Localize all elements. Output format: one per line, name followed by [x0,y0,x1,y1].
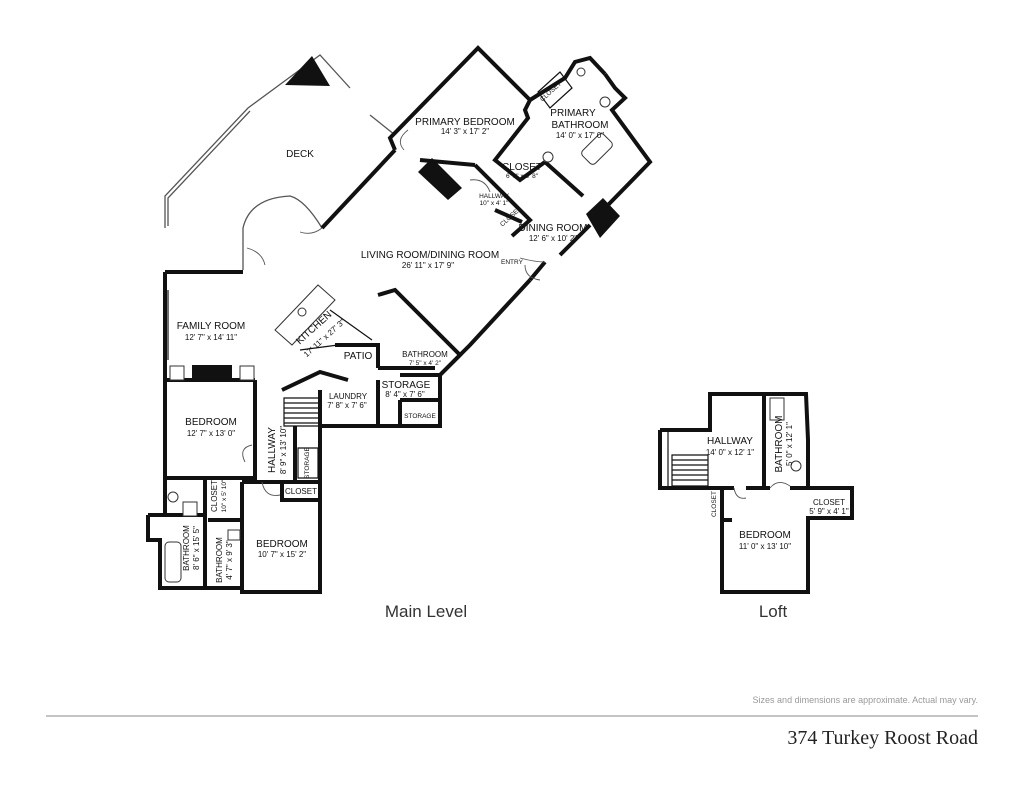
deck-area [164,54,396,270]
bathroom-left-label: BATHROOM [182,525,191,571]
storage-hall-label: STORAGE [304,447,311,479]
dining-room-label: DINING ROOM [519,223,588,234]
hallway-main-dims: 8' 9" x 13' 10" [279,426,288,474]
living-dining-label: LIVING ROOM/DINING ROOM [361,250,499,261]
closet-left-dims: 10" x 5' 10" [221,479,228,512]
loft-bathroom-dims: 5' 0" x 12' 1" [785,422,794,466]
loft-closet-right-label: CLOSET [813,498,845,507]
living-dining-dims: 26' 11" x 17' 9" [402,261,454,270]
bedroom-left-label: BEDROOM [185,417,237,428]
loft-bedroom-label: BEDROOM [739,530,791,541]
primary-bedroom-dims: 14' 3" x 17' 2" [441,127,489,136]
loft-hallway-dims: 14' 0" x 12' 1" [706,448,754,457]
family-room-dims: 12' 7" x 14' 11" [185,333,237,342]
closet-primary-label: CLOSET [502,162,542,173]
entry-label: ENTRY [501,259,524,266]
bathroom-small-label: BATHROOM [215,537,224,583]
laundry-dims: 7' 8" x 7' 6" [327,401,367,410]
primary-bathroom-label-2: BATHROOM [551,120,608,131]
main-level-walls [146,45,653,594]
loft-bathroom-label: BATHROOM [774,415,785,472]
patio-label: PATIO [344,351,373,362]
loft-title: Loft [759,602,788,621]
bedroom-left-dims: 12' 7" x 13' 0" [187,429,235,438]
primary-bathroom-label-1: PRIMARY [550,108,596,119]
primary-bedroom-label: PRIMARY BEDROOM [415,117,515,128]
bedroom-bottom-label: BEDROOM [256,539,308,550]
loft-closet-left-label: CLOSET [711,491,718,517]
storage-label: STORAGE [382,380,431,391]
hallway-main-label: HALLWAY [267,427,278,473]
bathroom-small-dims: 4' 7" x 9' 3" [225,540,234,580]
closet-left-label: CLOSET [210,480,219,512]
closet-hall-label: CLOSET [285,487,317,496]
main-level-title: Main Level [385,602,467,621]
deck-fireplace [285,56,330,86]
laundry-label: LAUNDRY [329,392,368,401]
living-fireplace [418,158,462,200]
bedroom-bottom-dims: 10' 7" x 15' 2" [258,550,306,559]
bathroom-center-dims: 7' 5" x 4' 2" [409,360,442,367]
loft-hallway-label: HALLWAY [707,436,753,447]
hallway-small-dims: 10" x 4' 1" [480,200,510,207]
dining-fireplace [586,198,620,238]
family-room-label: FAMILY ROOM [177,321,246,332]
loft-closet-right-dims: 5' 9" x 4' 1" [809,507,849,516]
main-stairs [283,397,321,427]
left-wing-fixtures [164,365,281,583]
storage-small-label: STORAGE [404,413,436,420]
closet-primary-dims: 6' 0" x 6' 8" [506,173,539,180]
bathroom-center-label: BATHROOM [402,350,448,359]
loft-stairs [671,454,709,487]
bathroom-left-dims: 8' 6" x 15' 5" [192,526,201,570]
storage-dims: 8' 4" x 7' 6" [385,390,425,399]
loft-bedroom-dims: 11' 0" x 13' 10" [739,542,791,551]
disclaimer-text: Sizes and dimensions are approximate. Ac… [753,695,978,705]
kitchen-island [274,284,336,346]
hallway-small-label: HALLWAY [479,193,510,200]
loft-walls [658,392,854,594]
primary-bathroom-dims: 14' 0" x 17' 0" [556,131,604,140]
deck-label: DECK [286,149,314,160]
property-address: 374 Turkey Roost Road [787,727,978,749]
dining-room-dims: 12' 6" x 10' 2" [529,234,577,243]
